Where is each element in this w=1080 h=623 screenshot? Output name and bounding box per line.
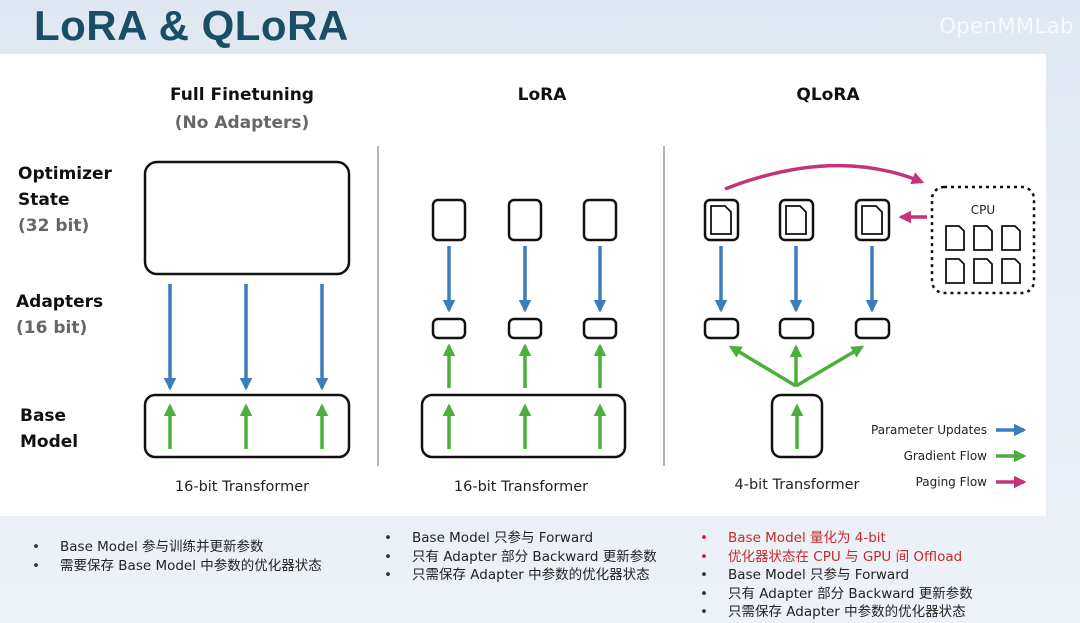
- notes-full-finetuning: Base Model 参与训练并更新参数 需要保存 Base Model 中参数…: [32, 538, 322, 575]
- state-label: State: [18, 190, 70, 210]
- slide-title: LoRA & QLoRA: [34, 2, 349, 49]
- paging-arc-arrow: [724, 163, 925, 191]
- full-green-arrows: [163, 403, 329, 449]
- lora-blue-arrows: [442, 246, 607, 313]
- note-item: Base Model 参与训练并更新参数: [32, 538, 322, 557]
- note-item: 只需保存 Adapter 中参数的优化器状态: [700, 603, 973, 622]
- notes-qlora: Base Model 量化为 4-bit 优化器状态在 CPU 与 GPU 间 …: [700, 529, 973, 622]
- diagram-canvas: Full Finetuning (No Adapters) LoRA QLoRA…: [16, 85, 1036, 495]
- legend-label-param-updates: Parameter Updates: [871, 423, 987, 437]
- legend: Parameter Updates Gradient Flow Paging F…: [871, 423, 1027, 489]
- legend-label-gradient-flow: Gradient Flow: [904, 449, 988, 463]
- lora-optimizer-boxes: [431, 198, 618, 242]
- lora-green-arrows-upper: [442, 343, 607, 388]
- cpu-label: CPU: [971, 203, 995, 217]
- lora-footer-label: 16-bit Transformer: [454, 479, 588, 495]
- adapters-bits-label: (16 bit): [16, 318, 87, 338]
- watermark-logo: OpenMMLab: [939, 14, 1074, 38]
- qlora-footer-label: 4-bit Transformer: [735, 477, 860, 493]
- legend-label-paging-flow: Paging Flow: [916, 475, 988, 489]
- full-blue-arrows: [163, 284, 329, 391]
- diagram-panel: Full Finetuning (No Adapters) LoRA QLoRA…: [0, 54, 1046, 516]
- qlora-title: QLoRA: [796, 85, 860, 105]
- qlora-green-fan-arrows: [728, 344, 865, 388]
- optimizer-label: Optimizer: [18, 164, 113, 184]
- model-label: Model: [20, 432, 78, 452]
- base-label: Base: [20, 406, 66, 426]
- note-item: 只有 Adapter 部分 Backward 更新参数: [700, 585, 973, 604]
- full-footer-label: 16-bit Transformer: [175, 479, 309, 495]
- lora-green-arrows-lower: [442, 403, 607, 449]
- lora-adapter-boxes: [431, 317, 618, 340]
- qlora-adapter-boxes: [703, 317, 891, 340]
- lora-title: LoRA: [518, 85, 568, 105]
- notes-lora: Base Model 只参与 Forward 只有 Adapter 部分 Bac…: [384, 529, 657, 585]
- note-item: 只需保存 Adapter 中参数的优化器状态: [384, 566, 657, 585]
- note-item: 只有 Adapter 部分 Backward 更新参数: [384, 548, 657, 567]
- adapters-label: Adapters: [16, 292, 103, 312]
- cpu-page-icons: [945, 225, 1021, 284]
- note-item-highlight: Base Model 量化为 4-bit: [700, 529, 973, 548]
- qlora-blue-arrows: [714, 246, 879, 313]
- optimizer-bits-label: (32 bit): [18, 216, 89, 236]
- note-item: Base Model 只参与 Forward: [700, 566, 973, 585]
- qlora-paged-page-icons: [710, 205, 883, 235]
- note-item-highlight: 优化器状态在 CPU 与 GPU 间 Offload: [700, 548, 973, 567]
- full-finetuning-title: Full Finetuning: [170, 85, 314, 105]
- full-optimizer-state-box: [143, 160, 351, 276]
- note-item: Base Model 只参与 Forward: [384, 529, 657, 548]
- full-finetuning-subtitle: (No Adapters): [175, 113, 310, 133]
- note-item: 需要保存 Base Model 中参数的优化器状态: [32, 557, 322, 576]
